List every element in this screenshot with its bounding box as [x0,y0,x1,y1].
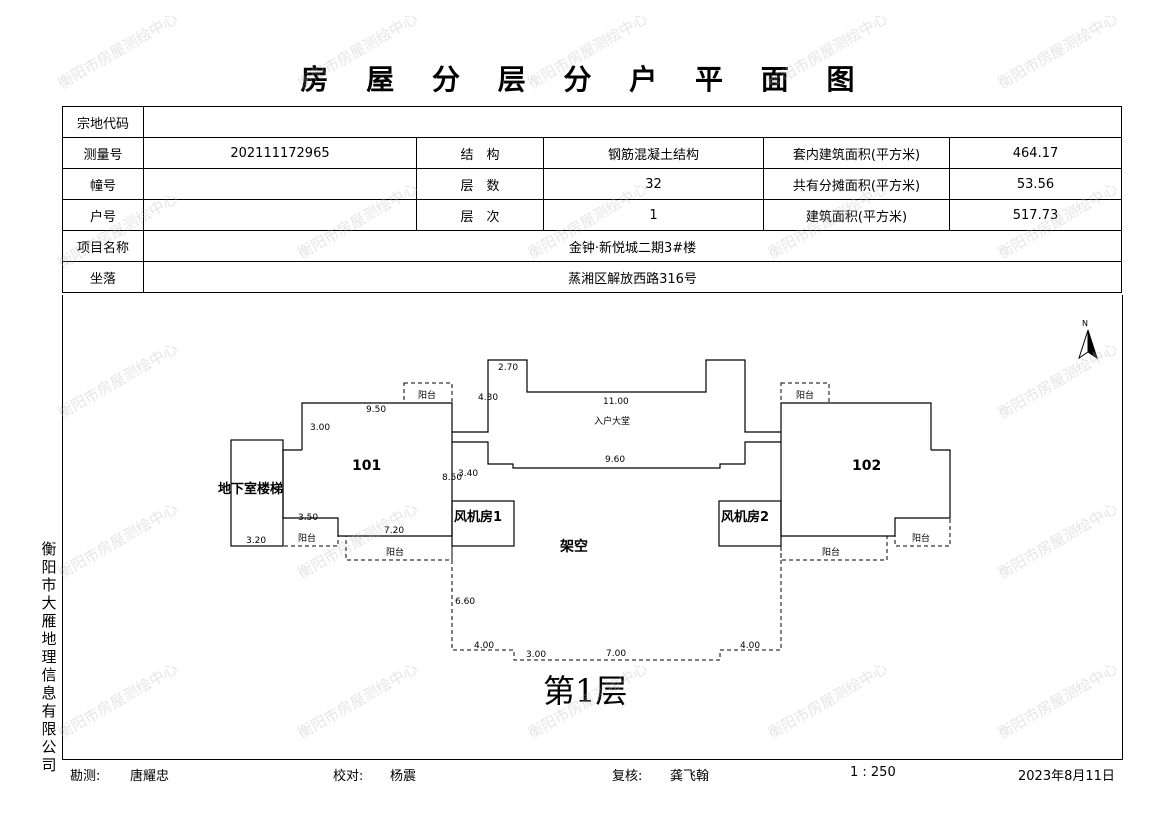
plan-frame [62,295,1123,760]
dimension-label: 3.50 [298,513,318,523]
dimension-label: 9.60 [605,455,625,465]
balcony-outline [780,382,830,404]
document-title: 房 屋 分 层 分 户 平 面 图 [300,63,869,96]
reviewer-name: 龚飞翰 [670,769,710,784]
scale: 1 : 250 [850,765,896,780]
open-area-label: 架空 [559,538,588,555]
checker-label: 校对: [333,769,364,784]
company-name: 衡阳市大雁地理信息有限公司 [41,540,57,774]
room-101-label: 101 [352,458,381,474]
surveyor-name: 唐耀忠 [130,769,170,784]
room-102-label: 102 [852,458,881,474]
building-area-label: 建筑面积(平方米) [763,199,950,231]
project-label: 项目名称 [62,230,144,262]
open-area-outline [451,546,782,661]
balcony-label: 阳台 [822,546,840,558]
stair-label: 地下室楼梯 [218,481,283,497]
building-area-value: 517.73 [949,199,1122,231]
dimension-label: 3.00 [310,423,330,433]
dimension-label: 7.00 [606,649,626,659]
dimension-label: 3.40 [458,469,478,479]
floor-value: 1 [543,199,764,231]
balcony-label: 阳台 [912,532,930,544]
inner-area-value: 464.17 [949,137,1122,169]
surveyor-label: 勘测: [70,769,101,784]
balcony-label: 阳台 [418,389,436,401]
dimension-label: 7.20 [384,526,404,536]
balcony-outline [345,535,453,561]
floors-value: 32 [543,168,764,200]
fan-room-2-label: 风机房2 [721,509,769,525]
dimension-label: 2.70 [498,363,518,373]
dimension-label: 6.60 [455,597,475,607]
structure-value: 钢筋混凝土结构 [543,137,764,169]
north-label: N [1082,319,1088,328]
dimension-label: 11.00 [603,397,629,407]
lobby-bottom-outline [452,441,781,469]
north-arrow-icon: N [1078,319,1098,360]
dimension-label: 4.00 [740,641,760,651]
stair-outline [230,439,284,547]
lobby-top-outline [452,359,781,433]
dimension-label: 3.20 [246,536,266,546]
location-value: 蒸湘区解放西路316号 [143,261,1122,293]
balcony-outline [403,382,453,404]
date: 2023年8月11日 [1018,769,1115,784]
building-no-label: 幢号 [62,168,144,200]
dimension-label: 3.00 [526,650,546,660]
dimension-label: 4.00 [474,641,494,651]
floor-title: 第1层 [543,672,627,710]
dimension-label: 8.50 [442,473,462,483]
dimension-label: 9.50 [366,405,386,415]
fan-room-1-outline [451,500,515,547]
lobby-label: 入户大堂 [594,415,630,427]
shared-area-value: 53.56 [949,168,1122,200]
balcony-label: 阳台 [796,389,814,401]
balcony-label: 阳台 [298,532,316,544]
reviewer-label: 复核: [612,769,643,784]
checker-name: 杨震 [390,769,417,784]
land-code-label: 宗地代码 [62,106,144,138]
fan-room-1-label: 风机房1 [454,509,502,525]
fan-room-2-outline [718,500,782,547]
balcony-label: 阳台 [386,546,404,558]
dimension-label: 4.30 [478,393,498,403]
